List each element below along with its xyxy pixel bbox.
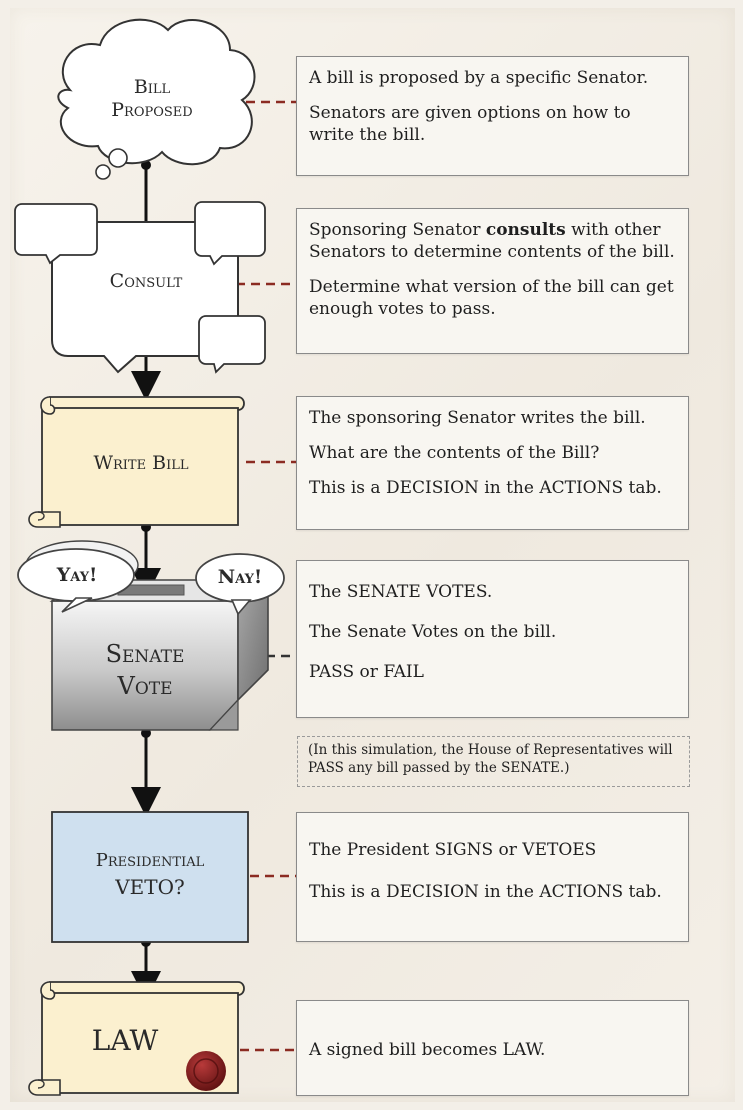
veto-box xyxy=(51,811,249,943)
bill-proposed-line1: Bill xyxy=(133,76,171,98)
law-label: LAW xyxy=(91,1024,159,1057)
wax-seal xyxy=(186,1051,226,1091)
desc-write-bill: The sponsoring Senator writes the bill. … xyxy=(296,396,689,530)
desc-bill-proposed: A bill is proposed by a specific Senator… xyxy=(296,56,689,176)
senate-vote-label: Senate Vote xyxy=(56,638,234,702)
desc-consult-p2: Determine what version of the bill can g… xyxy=(309,277,674,319)
desc-presidential-veto-p2: This is a DECISION in the ACTIONS tab. xyxy=(309,882,662,902)
desc-bill-proposed-p2: Senators are given options on how to wri… xyxy=(309,103,631,145)
house-note: (In this simulation, the House of Repres… xyxy=(297,736,690,787)
desc-presidential-veto-p1: The President SIGNS or VETOES xyxy=(309,840,597,860)
bill-proposed-cloud xyxy=(57,18,256,180)
nay-bubble xyxy=(195,553,285,616)
dashed-links xyxy=(236,100,296,464)
desc-consult-bold: consults xyxy=(485,220,566,240)
yay-bubble xyxy=(17,540,139,613)
write-bill-scroll xyxy=(28,396,245,528)
consult-shape xyxy=(14,201,266,374)
desc-bill-proposed-p1: A bill is proposed by a specific Senator… xyxy=(309,68,649,88)
desc-write-bill-p2: What are the contents of the Bill? xyxy=(309,443,600,463)
desc-presidential-veto: The President SIGNS or VETOES This is a … xyxy=(296,812,689,942)
desc-law-p1: A signed bill becomes LAW. xyxy=(309,1040,546,1060)
desc-senate-vote-p1: The SENATE VOTES. xyxy=(309,582,493,602)
consult-label: Consult xyxy=(109,270,183,292)
yay-label: Yay! xyxy=(56,564,98,586)
dashed-links-lower xyxy=(240,874,296,1052)
desc-law: A signed bill becomes LAW. xyxy=(296,1000,689,1096)
senate-vote-line2: Vote xyxy=(117,672,173,700)
desc-consult-p1-after: with other Senators to determine content… xyxy=(309,220,675,262)
desc-consult-p1: Sponsoring Senator consults with other S… xyxy=(309,219,676,263)
bill-proposed-line2: Proposed xyxy=(111,98,193,121)
desc-senate-vote-p3: PASS or FAIL xyxy=(309,662,424,682)
bill-proposed-label: Bill Proposed xyxy=(90,76,214,122)
nay-label: Nay! xyxy=(217,566,263,588)
desc-write-bill-p1: The sponsoring Senator writes the bill. xyxy=(309,408,646,428)
write-bill-label: Write Bill xyxy=(93,452,189,474)
presidential-veto-line1: Presidential xyxy=(95,850,205,871)
senate-vote-line1: Senate xyxy=(105,640,185,668)
desc-consult: Sponsoring Senator consults with other S… xyxy=(296,208,689,354)
desc-senate-vote: The SENATE VOTES. The Senate Votes on th… xyxy=(296,560,689,718)
desc-senate-vote-p2: The Senate Votes on the bill. xyxy=(309,622,557,642)
presidential-veto-label: Presidential VETO? xyxy=(54,848,246,900)
desc-write-bill-p3: This is a DECISION in the ACTIONS tab. xyxy=(309,478,662,498)
desc-consult-p1-before: Sponsoring Senator xyxy=(309,220,486,240)
presidential-veto-line2: VETO? xyxy=(115,875,185,899)
